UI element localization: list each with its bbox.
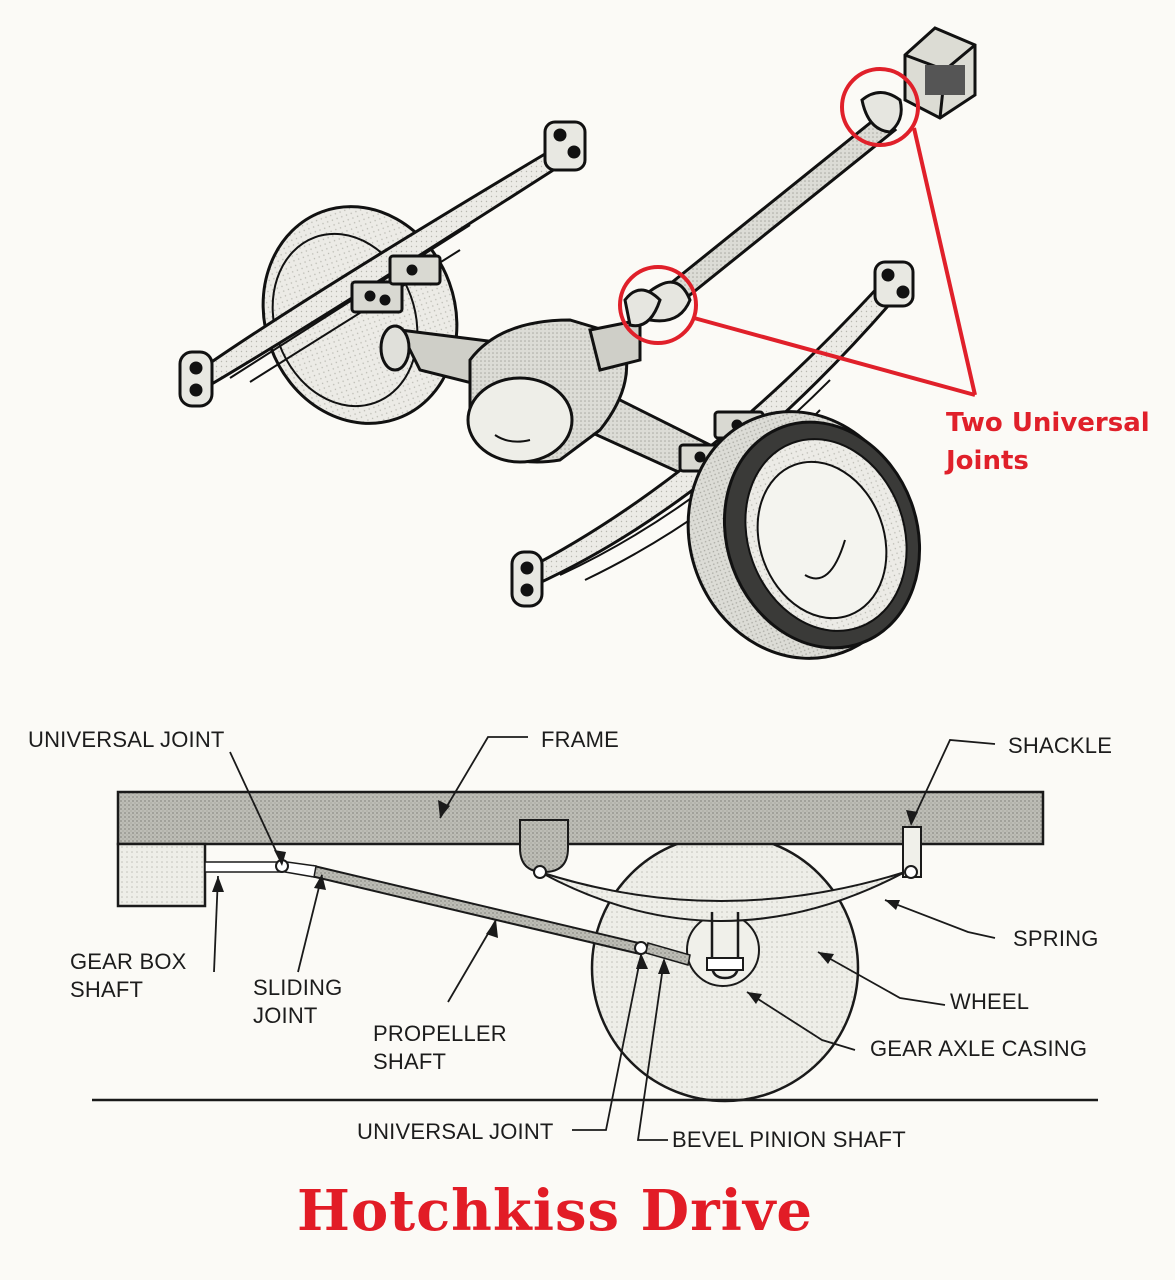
sliding-joint-shape [284, 861, 317, 878]
label-sliding-joint-line-2: JOINT [253, 1003, 318, 1028]
label-gear-box-shaft-line-1: GEAR BOX [70, 949, 187, 974]
label-propeller-shaft-line-2: SHAFT [373, 1049, 447, 1074]
right-wheel [686, 410, 922, 660]
label-frame: FRAME [541, 727, 619, 752]
propeller-shaft-side [309, 864, 645, 956]
gearbox-block [903, 26, 977, 120]
label-shackle: SHACKLE [1008, 733, 1113, 758]
figure-title: Hotchkiss Drive [296, 1178, 814, 1244]
wheel-side [590, 833, 860, 1103]
gear-axle-casing-shape [686, 913, 760, 987]
universal-joint-highlights [618, 67, 977, 397]
label-sliding-joint: SLIDING JOINT [253, 974, 342, 1030]
annotation-two-universal-joints: Two Universal Joints [946, 404, 1150, 480]
propeller-shaft-isometric [623, 91, 903, 328]
label-propeller-shaft-line-1: PROPELLER [373, 1021, 507, 1046]
universal-joint-front-shape [275, 859, 289, 873]
universal-joint-rear-shape [634, 941, 648, 955]
rear-axle-isometric-drawing [178, 26, 977, 660]
front-spring-hanger [519, 819, 569, 874]
label-universal-joint-top: UNIVERSAL JOINT [28, 727, 225, 752]
differential-housing [466, 318, 642, 464]
label-gear-axle-casing: GEAR AXLE CASING [870, 1036, 1088, 1061]
label-universal-joint-bottom: UNIVERSAL JOINT [357, 1119, 554, 1144]
label-sliding-joint-line-1: SLIDING [253, 975, 343, 1000]
gearbox-side [116, 842, 207, 908]
bevel-pinion-shaft-shape [645, 942, 691, 966]
spring-u-bolt [710, 912, 740, 980]
highlight-circle-front-joint [840, 67, 920, 147]
pointer-line-front [912, 127, 977, 396]
label-gear-box-shaft: GEAR BOX SHAFT [70, 948, 187, 1004]
highlight-circle-rear-joint [618, 265, 698, 345]
left-leaf-spring [178, 120, 587, 408]
annotation-line-2: Joints [946, 446, 1029, 476]
gear-box-shaft-shape [204, 861, 282, 873]
label-bevel-pinion-shaft: BEVEL PINION SHAFT [672, 1127, 906, 1152]
pointer-line-rear [693, 316, 976, 397]
label-propeller-shaft: PROPELLER SHAFT [373, 1020, 507, 1076]
shackle-shape [902, 826, 922, 878]
leader-lines [213, 736, 996, 1141]
label-wheel: WHEEL [950, 989, 1030, 1014]
annotation-line-1: Two Universal [946, 408, 1150, 438]
leaf-spring-side [539, 871, 906, 922]
frame-beam [116, 790, 1045, 846]
label-gear-box-shaft-line-2: SHAFT [70, 977, 144, 1002]
left-spring-clamp [350, 254, 442, 314]
label-spring: SPRING [1013, 926, 1099, 951]
